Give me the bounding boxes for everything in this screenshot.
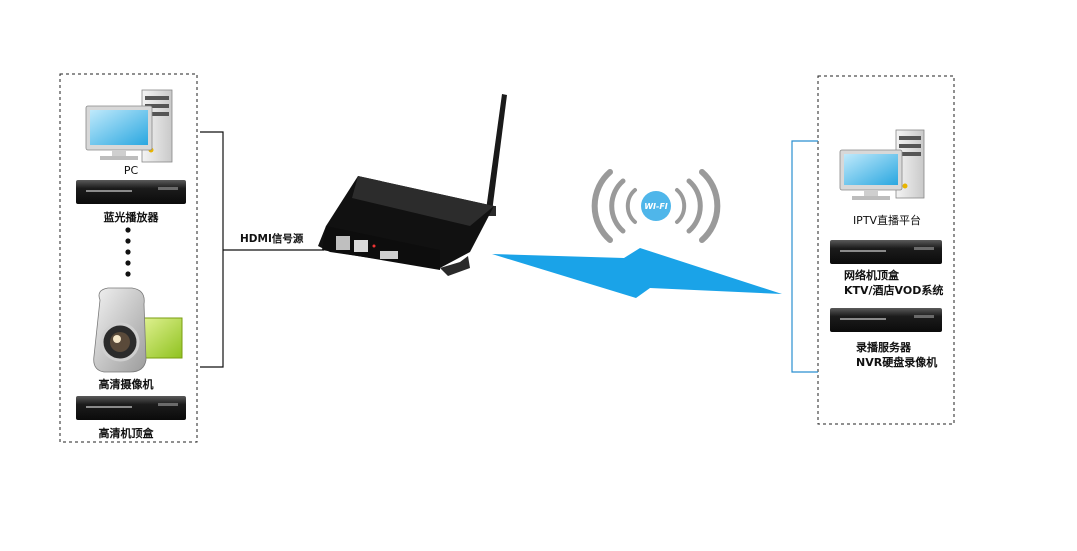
source-group-frame	[59, 73, 198, 443]
target-group-frame	[817, 75, 955, 425]
iptv-server-icon	[839, 129, 925, 200]
more-sources-ellipsis-icon	[125, 227, 131, 277]
wifi-badge	[641, 191, 671, 221]
network-settop-box-label-line1: 网络机顶盒	[844, 269, 899, 282]
camcorder-label: 高清摄像机	[98, 378, 154, 391]
recording-server-icon	[830, 308, 942, 332]
wireless-link-bolt-icon	[492, 248, 782, 298]
recording-server-label-line1: 录播服务器	[856, 341, 911, 354]
bluray-player-label: 蓝光播放器	[103, 211, 159, 224]
network-settop-box-icon	[830, 240, 942, 264]
target-bracket-wire	[791, 140, 818, 373]
network-settop-box-label-line2: KTV/酒店VOD系统	[844, 284, 944, 297]
recording-server-label-line2: NVR硬盘录像机	[856, 356, 938, 369]
wifi-signal-icon	[591, 169, 721, 243]
wifi-badge-label: WI-FI	[644, 202, 668, 211]
camcorder-icon	[93, 287, 183, 373]
source-bracket-wire	[200, 131, 324, 368]
recording-server-label: 录播服务器 NVR硬盘录像机	[856, 340, 937, 370]
pc-label: PC	[123, 164, 139, 177]
hd-settop-box-icon	[76, 396, 186, 420]
network-settop-box-label: 网络机顶盒 KTV/酒店VOD系统	[844, 268, 943, 298]
wifi-encoder-device-icon	[318, 94, 507, 276]
hd-settop-box-label: 高清机顶盒	[98, 427, 154, 440]
bluray-player-icon	[76, 180, 186, 204]
pc-icon	[85, 89, 173, 163]
iptv-platform-label: IPTV直播平台	[852, 214, 922, 227]
hdmi-source-label: HDMI信号源	[240, 233, 304, 245]
